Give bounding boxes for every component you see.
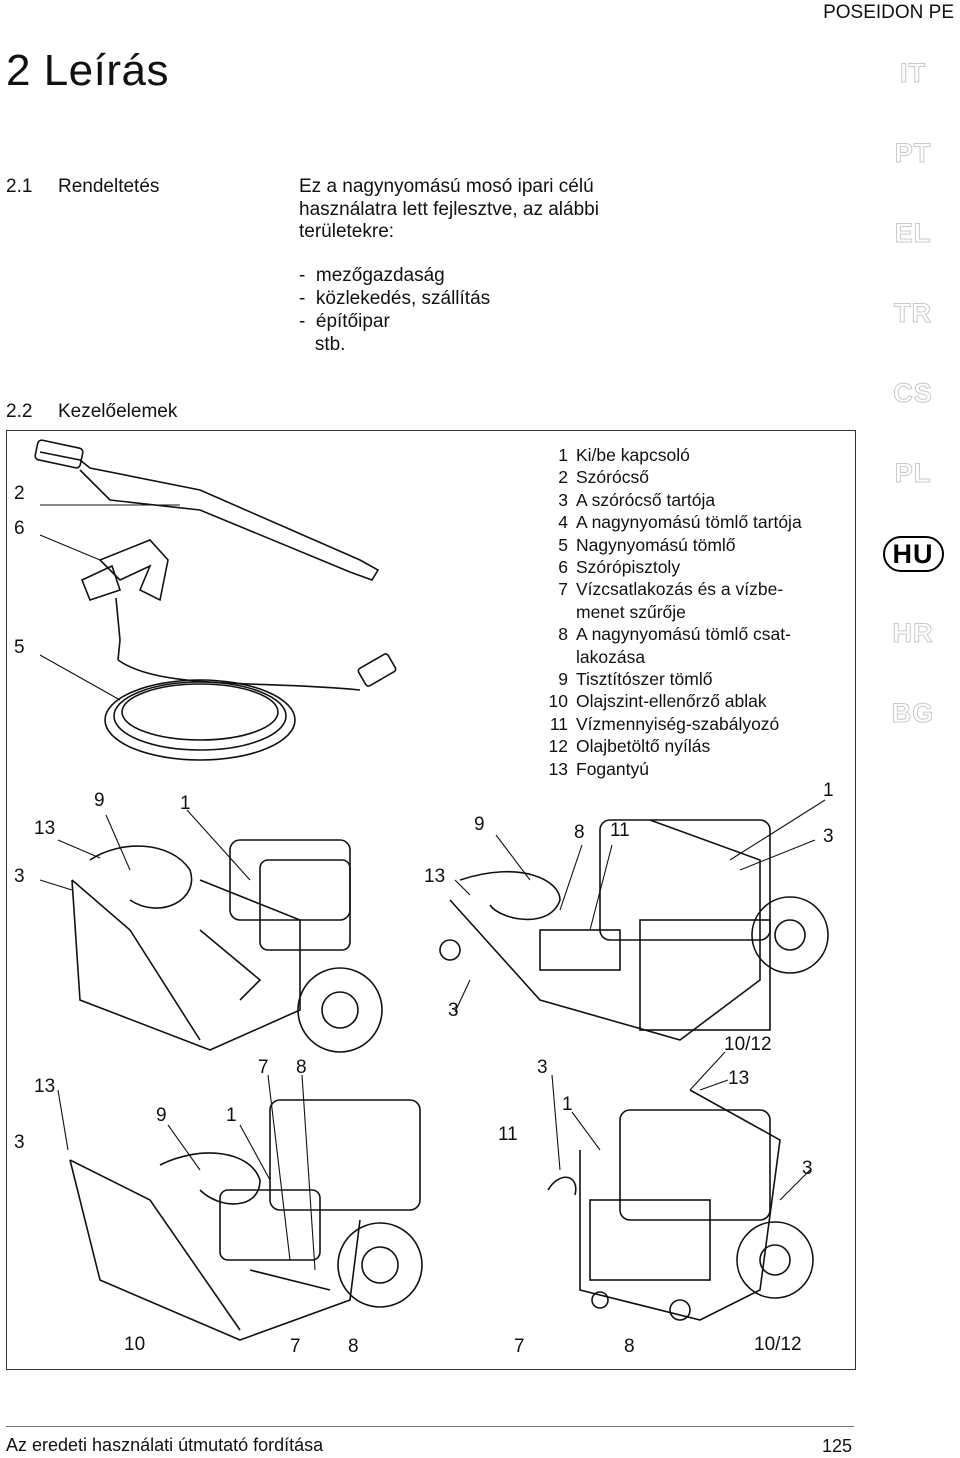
callout-10: 10: [124, 1334, 146, 1355]
callout-13: 13: [728, 1068, 750, 1089]
use-item: - mezőgazdaság: [299, 265, 445, 286]
callout-5: 5: [14, 637, 25, 658]
use-item: - közlekedés, szállítás: [299, 288, 491, 309]
lang-tab-it[interactable]: IT: [900, 58, 926, 89]
section-title-kezeloelemek: Kezelőelemek: [58, 401, 178, 422]
lang-tab-hu[interactable]: HU: [878, 536, 948, 572]
callout-9: 9: [94, 790, 105, 811]
callout-13: 13: [34, 1076, 56, 1097]
callout-7: 7: [514, 1336, 525, 1357]
callout-11: 11: [498, 1124, 518, 1145]
callout-2: 2: [14, 483, 25, 504]
lang-tab-cs[interactable]: CS: [893, 378, 933, 409]
lang-tab-pl[interactable]: PL: [894, 458, 932, 489]
use-item: - építőipar: [299, 311, 390, 332]
footer-divider: [6, 1426, 854, 1427]
callout-10-12: 10/12: [754, 1334, 802, 1355]
washer-bottom-right-illustration: [547, 1089, 814, 1321]
callout-7: 7: [258, 1057, 269, 1078]
uses-list: - mezőgazdaság - közlekedés, szállítás -…: [299, 264, 490, 356]
callout-8: 8: [574, 822, 585, 843]
callout-3: 3: [823, 826, 834, 847]
brand-name: POSEIDON PE: [823, 2, 954, 23]
callout-8: 8: [348, 1336, 359, 1357]
section-title-rendeltetes: Rendeltetés: [58, 176, 160, 197]
callout-13: 13: [34, 818, 56, 839]
washer-rear-illustration: [439, 819, 829, 1041]
callout-13: 13: [424, 866, 446, 887]
use-item: stb.: [299, 334, 346, 355]
section-number-2-1: 2.1: [6, 176, 33, 197]
parts-item-continuation: menet szűrője: [576, 601, 686, 622]
lang-tab-bg[interactable]: BG: [891, 698, 935, 729]
washer-front-illustration: [71, 839, 383, 1053]
callout-leader-lines: [39, 504, 826, 1271]
lang-tab-hr[interactable]: HR: [892, 618, 934, 649]
footer-text: Az eredeti használati útmutató fordítása: [6, 1435, 324, 1455]
section-number-2-2: 2.2: [6, 401, 33, 422]
spray-lance-illustration: [34, 439, 397, 761]
washer-bottom-left-illustration: [69, 1099, 423, 1341]
parts-item-continuation: lakozása: [576, 646, 646, 667]
callout-9: 9: [156, 1105, 167, 1126]
lang-tab-el[interactable]: EL: [894, 218, 932, 249]
callout-3: 3: [537, 1057, 548, 1078]
page-title: 2 Leírás: [6, 46, 169, 95]
callout-8: 8: [624, 1336, 635, 1357]
lang-tab-pt[interactable]: PT: [894, 138, 932, 169]
callout-1: 1: [823, 780, 834, 801]
callout-3: 3: [14, 1132, 25, 1153]
lang-tab-tr[interactable]: TR: [894, 298, 932, 329]
callout-7: 7: [290, 1336, 301, 1357]
page-number: 125: [822, 1436, 853, 1456]
callout-3: 3: [14, 866, 25, 887]
callout-6: 6: [14, 518, 25, 539]
callout-9: 9: [474, 814, 485, 835]
section-intro-text: Ez a nagynyomású mosó ipari célú használ…: [299, 176, 599, 242]
callout-11: 11: [610, 820, 630, 841]
callout-3: 3: [802, 1158, 813, 1179]
callout-8: 8: [296, 1057, 307, 1078]
callout-1: 1: [226, 1105, 237, 1126]
callout-1: 1: [180, 793, 191, 814]
callout-3: 3: [448, 1000, 459, 1021]
callout-10-12: 10/12: [724, 1034, 772, 1055]
callout-1: 1: [562, 1094, 573, 1115]
figure-frame: [6, 430, 856, 1370]
